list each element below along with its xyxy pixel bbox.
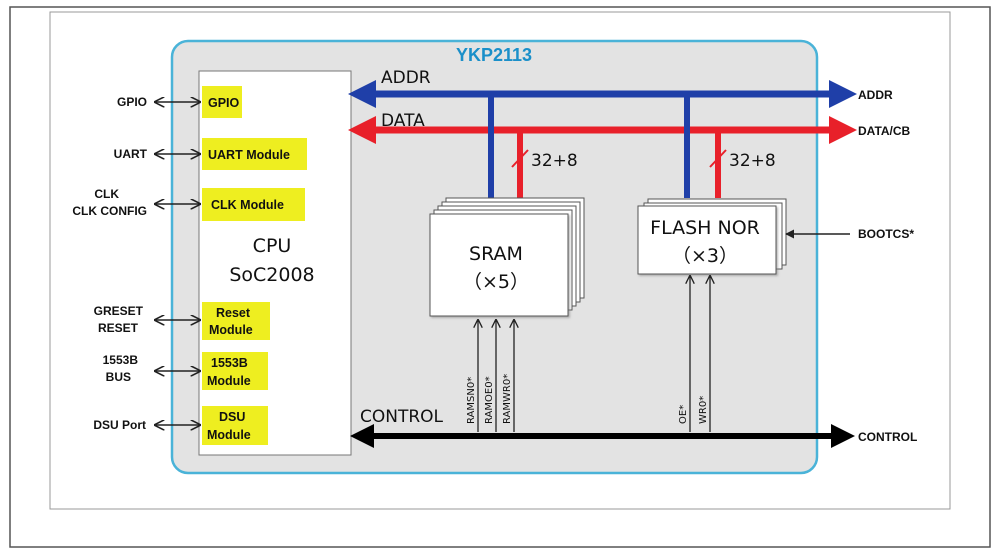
module-dsu: DSU Module: [202, 406, 268, 445]
ext-bootcs-label: BOOTCS*: [858, 227, 914, 241]
ramwr0-label: RAMWR0*: [502, 374, 513, 424]
sram-label: SRAM: [469, 243, 523, 265]
cpu-model: SoC2008: [229, 264, 314, 286]
module-1553b-box: [202, 352, 268, 390]
sram-control-signals: [478, 320, 514, 432]
flash-control-signals: [690, 276, 710, 432]
flash-count: （×3）: [672, 245, 738, 267]
ext-bus-label: BUS: [106, 370, 131, 384]
flash-width-tick: [709, 149, 727, 168]
control-bus-label: CONTROL: [360, 407, 444, 427]
module-uart-box: [202, 138, 307, 170]
module-1553b-label-1: 1553B: [211, 356, 248, 370]
ext-1553b-label: 1553B: [103, 353, 139, 367]
sram-layer-1: [429, 213, 569, 317]
cpu-label: CPU: [253, 235, 292, 257]
module-reset-label-2: Module: [209, 323, 253, 337]
module-reset: Reset Module: [202, 302, 270, 340]
module-uart-label: UART Module: [208, 148, 290, 162]
module-1553b: 1553B Module: [202, 352, 268, 390]
module-gpio-box: [202, 86, 242, 118]
module-dsu-label-1: DSU: [219, 410, 245, 424]
data-bus-label: DATA: [381, 111, 425, 131]
sram-width-label: 32+8: [531, 151, 578, 171]
flash-layer-1: [637, 205, 777, 275]
cpu-block: [198, 70, 352, 456]
ext-addr-label: ADDR: [858, 88, 893, 102]
module-gpio: GPIO: [202, 86, 242, 118]
ramsn0-label: RAMSN0*: [466, 377, 477, 424]
ext-reset-label: RESET: [98, 321, 139, 335]
module-1553b-label-2: Module: [207, 374, 251, 388]
module-uart: UART Module: [202, 138, 307, 170]
oe-label: OE*: [678, 405, 689, 424]
module-reset-label-1: Reset: [216, 306, 251, 320]
module-clk-box: [202, 188, 305, 221]
chip-title: YKP2113: [456, 45, 532, 65]
wr0-label: WR0*: [698, 396, 709, 424]
flash-label: FLASH NOR: [650, 217, 760, 239]
ramoe0-label: RAMOE0*: [484, 376, 495, 424]
ext-clk-config-label: CLK CONFIG: [72, 204, 147, 218]
ext-dsu-label: DSU Port: [93, 418, 146, 432]
ext-uart-label: UART: [114, 147, 148, 161]
flash-block: FLASH NOR （×3）: [637, 198, 787, 275]
external-io-arrows: [155, 102, 200, 425]
sram-width-tick: [511, 149, 529, 168]
sram-count: （×5）: [463, 271, 529, 293]
ext-data-label: DATA/CB: [858, 124, 911, 138]
sram-block: SRAM （×5）: [429, 197, 585, 317]
module-dsu-box: [202, 406, 268, 445]
ext-clk-label: CLK: [94, 187, 119, 201]
module-dsu-label-2: Module: [207, 428, 251, 442]
module-gpio-label: GPIO: [208, 96, 240, 110]
ext-greset-label: GRESET: [94, 304, 144, 318]
module-clk-label: CLK Module: [211, 198, 284, 212]
ext-gpio-label: GPIO: [117, 95, 147, 109]
ext-control-label: CONTROL: [858, 430, 917, 444]
module-reset-box: [202, 302, 270, 340]
flash-width-label: 32+8: [729, 151, 776, 171]
module-clk: CLK Module: [202, 188, 305, 221]
addr-bus-label: ADDR: [381, 68, 431, 88]
